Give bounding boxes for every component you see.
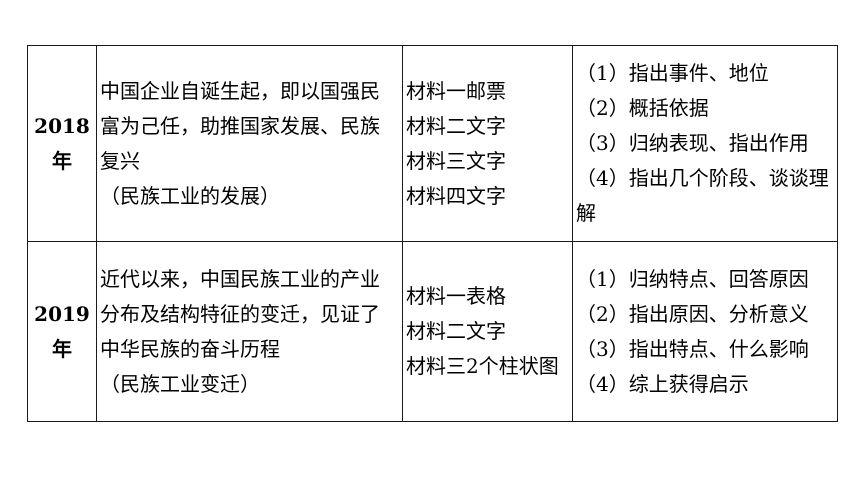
theme-line: 近代以来，中国民族工业的产业 [100,266,380,291]
material-cell: 材料一邮票 材料二文字 材料三文字 材料四文字 [402,45,573,242]
question-item: （1）指出事件、地位 [576,61,769,85]
question-item: （3）指出特点、什么影响 [576,336,809,361]
table-row: 2018年 中国企业自诞生起，即以国强民 富为己任，助推国家发展、民族 复兴 （… [27,45,838,242]
theme-line: （民族工业的发展） [100,183,280,208]
question-item: （4）综上获得启示 [576,371,749,396]
question-cell: （1）归纳特点、回答原因 （2）指出原因、分析意义 （3）指出特点、什么影响 （… [572,241,838,422]
question-item: （4）指出几个阶段、谈谈理解 [576,166,829,225]
material-item: 材料二文字 [406,319,506,343]
year-cell: 2018年 [27,45,97,242]
exam-analysis-table: 2018年 中国企业自诞生起，即以国强民 富为己任，助推国家发展、民族 复兴 （… [27,45,838,422]
question-cell: （1）指出事件、地位 （2）概括依据 （3）归纳表现、指出作用 （4）指出几个阶… [572,45,838,242]
theme-cell: 中国企业自诞生起，即以国强民 富为己任，助推国家发展、民族 复兴 （民族工业的发… [96,45,403,242]
table-row: 2019年 近代以来，中国民族工业的产业 分布及结构特征的变迁，见证了 中华民族… [27,241,838,422]
question-item: （2）概括依据 [576,96,709,120]
theme-cell: 近代以来，中国民族工业的产业 分布及结构特征的变迁，见证了 中华民族的奋斗历程 … [96,241,403,422]
theme-line: 中华民族的奋斗历程 [100,336,280,361]
material-item: 材料二文字 [406,113,506,138]
material-item: 材料四文字 [406,183,506,208]
year-cell: 2019年 [27,241,97,422]
theme-line: 富为己任，助推国家发展、民族 [100,113,380,138]
material-item: 材料一表格 [406,284,506,308]
material-item: 材料一邮票 [406,78,506,103]
question-item: （3）归纳表现、指出作用 [576,131,809,155]
material-item: 材料三文字 [406,148,506,173]
theme-line: （民族工业变迁） [100,371,260,396]
theme-line: 分布及结构特征的变迁，见证了 [100,301,380,326]
theme-line: 复兴 [100,148,140,173]
question-item: （1）归纳特点、回答原因 [576,266,809,291]
question-item: （2）指出原因、分析意义 [576,301,809,326]
material-cell: 材料一表格 材料二文字 材料三2个柱状图 [402,241,573,422]
material-item: 材料三2个柱状图 [406,354,559,378]
theme-line: 中国企业自诞生起，即以国强民 [100,78,380,103]
